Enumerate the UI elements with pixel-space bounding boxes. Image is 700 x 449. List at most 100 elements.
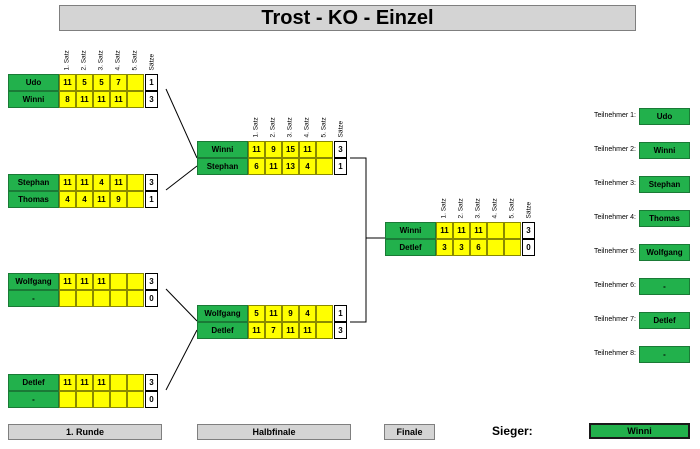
set-score-cell: 4 — [299, 305, 316, 322]
column-header: 5. Satz — [319, 109, 329, 139]
set-score-cell: 11 — [59, 273, 76, 290]
column-header: 1. Satz — [251, 109, 261, 139]
set-score-cell: 8 — [59, 91, 76, 108]
sets-won-cell: 3 — [334, 141, 347, 158]
player-name: Thomas — [8, 191, 59, 208]
set-score-cell: 13 — [282, 158, 299, 175]
player-name: Wolfgang — [8, 273, 59, 290]
set-score-cell — [127, 374, 144, 391]
semifinal-label: Halbfinale — [197, 424, 351, 440]
column-header-label: 4. Satz — [114, 50, 122, 71]
sets-won-cell: 1 — [334, 305, 347, 322]
column-header-label: 5. Satz — [131, 50, 139, 71]
column-header-label: 2. Satz — [80, 50, 88, 71]
set-score-cell — [487, 222, 504, 239]
set-score-cell: 11 — [299, 141, 316, 158]
column-header: 3. Satz — [285, 109, 295, 139]
participant-name-box: - — [639, 346, 690, 363]
column-header: 2. Satz — [456, 190, 466, 220]
set-score-cell — [504, 222, 521, 239]
column-header-label: 5. Satz — [508, 198, 516, 219]
set-score-cell: 3 — [453, 239, 470, 256]
set-score-cell — [93, 391, 110, 408]
set-score-cell — [316, 158, 333, 175]
sets-won-cell: 3 — [145, 174, 158, 191]
participant-name-box: - — [639, 278, 690, 295]
player-name: Detlef — [8, 374, 59, 391]
set-score-cell — [127, 191, 144, 208]
sets-won-cell: 3 — [145, 374, 158, 391]
column-header-label: 3. Satz — [474, 198, 482, 219]
participant-label: Teilnehmer 7: — [593, 316, 636, 323]
column-header: 4. Satz — [113, 42, 123, 72]
column-header-label: 1. Satz — [63, 50, 71, 71]
set-score-cell: 11 — [59, 174, 76, 191]
set-score-cell: 11 — [76, 273, 93, 290]
set-score-cell — [316, 305, 333, 322]
column-header: 4. Satz — [302, 109, 312, 139]
column-header: 3. Satz — [96, 42, 106, 72]
set-score-cell: 11 — [93, 374, 110, 391]
column-header: Sätze — [336, 109, 346, 139]
set-score-cell: 11 — [59, 374, 76, 391]
set-score-cell — [110, 273, 127, 290]
set-score-cell: 9 — [110, 191, 127, 208]
player-name: - — [8, 290, 59, 307]
set-score-cell: 11 — [76, 374, 93, 391]
participant-label: Teilnehmer 5: — [593, 248, 636, 255]
set-score-cell — [127, 273, 144, 290]
participant-label: Teilnehmer 1: — [593, 112, 636, 119]
set-score-cell — [127, 391, 144, 408]
set-score-cell: 11 — [110, 91, 127, 108]
set-score-cell: 4 — [93, 174, 110, 191]
set-score-cell: 11 — [76, 91, 93, 108]
set-score-cell: 4 — [299, 158, 316, 175]
column-header-label: 1. Satz — [252, 117, 260, 138]
set-score-cell: 11 — [453, 222, 470, 239]
participant-name-box: Winni — [639, 142, 690, 159]
set-score-cell: 11 — [282, 322, 299, 339]
set-score-cell: 4 — [76, 191, 93, 208]
set-score-cell: 9 — [282, 305, 299, 322]
set-score-cell: 6 — [470, 239, 487, 256]
set-score-cell: 11 — [110, 174, 127, 191]
player-name: Winni — [197, 141, 248, 158]
sets-won-cell: 3 — [145, 273, 158, 290]
sets-won-cell: 3 — [522, 222, 535, 239]
set-score-cell — [504, 239, 521, 256]
sets-won-cell: 0 — [522, 239, 535, 256]
column-header-label: 2. Satz — [269, 117, 277, 138]
set-score-cell — [127, 91, 144, 108]
set-score-cell: 11 — [248, 141, 265, 158]
set-score-cell: 11 — [470, 222, 487, 239]
set-score-cell — [316, 141, 333, 158]
set-score-cell — [487, 239, 504, 256]
column-header: Sätze — [147, 42, 157, 72]
final-label: Finale — [384, 424, 435, 440]
set-score-cell — [127, 290, 144, 307]
column-header-label: 3. Satz — [97, 50, 105, 71]
set-score-cell: 15 — [282, 141, 299, 158]
participant-label: Teilnehmer 8: — [593, 350, 636, 357]
column-header: 4. Satz — [490, 190, 500, 220]
column-header: 3. Satz — [473, 190, 483, 220]
set-score-cell: 11 — [436, 222, 453, 239]
column-header: 5. Satz — [130, 42, 140, 72]
participant-label: Teilnehmer 2: — [593, 146, 636, 153]
set-score-cell: 11 — [248, 322, 265, 339]
set-score-cell: 9 — [265, 141, 282, 158]
column-header-label: 5. Satz — [320, 117, 328, 138]
player-name: - — [8, 391, 59, 408]
column-header-label: 4. Satz — [303, 117, 311, 138]
column-header-label: 4. Satz — [491, 198, 499, 219]
set-score-cell: 11 — [76, 174, 93, 191]
player-name: Wolfgang — [197, 305, 248, 322]
sets-won-cell: 1 — [334, 158, 347, 175]
participant-label: Teilnehmer 4: — [593, 214, 636, 221]
participant-label: Teilnehmer 3: — [593, 180, 636, 187]
set-score-cell — [59, 391, 76, 408]
player-name: Winni — [385, 222, 436, 239]
column-header-label: Sätze — [337, 120, 345, 138]
set-score-cell: 5 — [76, 74, 93, 91]
